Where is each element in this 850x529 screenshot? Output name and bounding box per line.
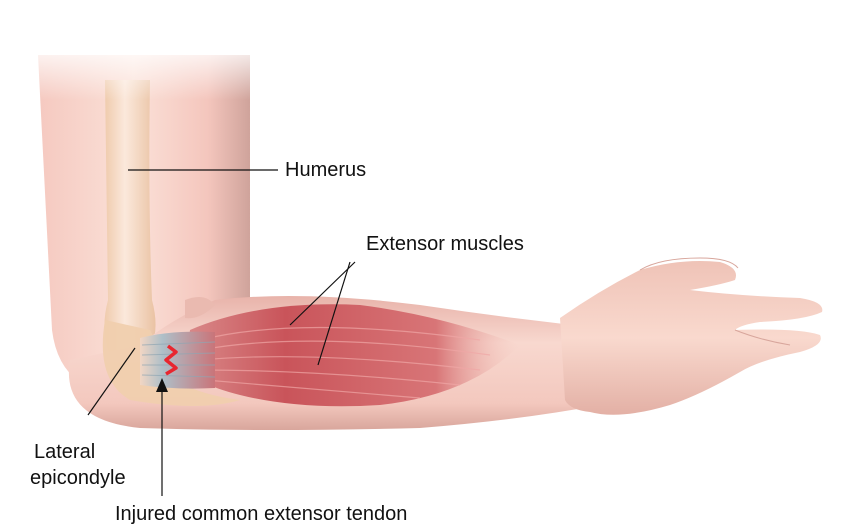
label-extensor-muscles: Extensor muscles: [366, 233, 524, 255]
injury-icon: [164, 344, 178, 376]
extensor-muscles: [140, 304, 520, 407]
label-injured-tendon: Injured common extensor tendon: [115, 503, 408, 525]
leader-lines: [87, 169, 356, 496]
upper-arm: [30, 40, 260, 395]
common-extensor-tendon: [140, 331, 215, 389]
lateral-epicondyle: [102, 320, 241, 406]
epicondyle-leader: [87, 347, 136, 416]
extensor-leader-2: [317, 261, 351, 366]
label-humerus: Humerus: [285, 159, 367, 181]
extensor-leader-1: [289, 261, 356, 326]
humerus-bone: [104, 80, 156, 355]
label-lateral-line1: Lateral: [34, 441, 96, 463]
tendon-arrow-head: [156, 378, 168, 392]
hand: [560, 257, 823, 415]
label-lateral-line2: epicondyle: [30, 467, 126, 489]
